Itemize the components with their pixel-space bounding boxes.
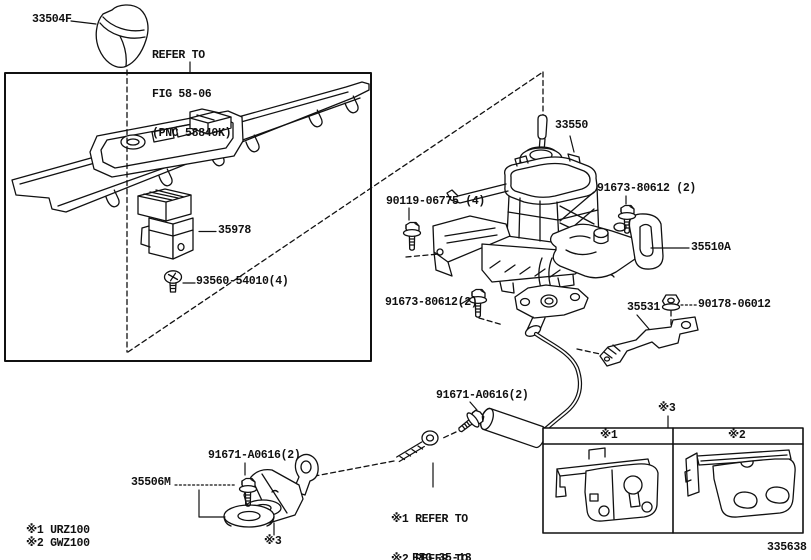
footnote-variant2: ※2 GWZ100 — [26, 537, 90, 550]
console-panel-box — [4, 72, 372, 362]
part-label-90119[interactable]: 90119-06775 (4) — [386, 195, 486, 208]
shift-knob-art — [95, 4, 149, 68]
table-variant2-art — [684, 449, 796, 518]
part-label-35531[interactable]: 35531 — [627, 301, 661, 314]
variant3-marker: ※3 — [264, 535, 282, 548]
table-col1-header: ※1 — [600, 429, 618, 442]
part-label-91671-lower[interactable]: 91671-A0616(2) — [208, 449, 301, 462]
nut-90178-art — [661, 294, 681, 311]
note-cable-ref-1: ※1 REFER TO FIG 35-13 (PNC 35530F) — [391, 487, 484, 560]
bolt-90119-art — [402, 221, 422, 251]
note-cable-ref1-line2: FIG 35-13 — [412, 552, 472, 560]
table-variant3-marker: ※3 — [658, 402, 676, 415]
shift-cable-art — [396, 257, 589, 463]
note-cable-ref-2: ※2 REFER TO FIG 39-01 (PNC 35530B) — [391, 527, 484, 560]
switch-35978-art — [137, 188, 194, 260]
part-label-91671-upper[interactable]: 91671-A0616(2) — [436, 389, 529, 402]
note-knob-ref-line2: FIG 58-06 — [152, 88, 212, 101]
part-label-35978[interactable]: 35978 — [218, 224, 252, 237]
table-variant1-art — [555, 447, 659, 522]
leader-lines — [70, 20, 698, 536]
bolt-91671-upper-art — [453, 406, 488, 438]
bracket-35510a-art — [549, 213, 664, 279]
bracket-35506m-art — [223, 453, 319, 528]
part-label-33550[interactable]: 33550 — [555, 119, 589, 132]
part-label-91673-lower[interactable]: 91673-80612(2) — [385, 296, 478, 309]
switch-screw-art — [163, 270, 183, 293]
part-label-33504f[interactable]: 33504F — [32, 13, 72, 26]
shift-lever-assembly-art — [432, 114, 619, 294]
part-label-90178[interactable]: 90178-06012 — [698, 298, 771, 311]
note-knob-ref: REFER TO FIG 58-06 (PNC 58840K) — [152, 23, 232, 153]
figure-code: 335638 — [767, 541, 807, 554]
note-cable-ref1-line1: ※1 REFER TO — [391, 513, 468, 526]
note-knob-ref-line3: (PNC 58840K) — [152, 127, 232, 140]
bracket-35531-art — [599, 316, 699, 367]
footnote-variant1: ※1 URZ100 — [26, 524, 90, 537]
table-col2-header: ※2 — [728, 429, 746, 442]
note-cable-ref2-line1: ※2 REFER TO — [391, 553, 468, 560]
console-panel-art — [11, 81, 370, 213]
part-label-35510a[interactable]: 35510A — [691, 241, 731, 254]
note-knob-ref-line1: REFER TO — [152, 49, 205, 62]
part-label-93560[interactable]: 93560-54010(4) — [196, 275, 289, 288]
part-label-35506m[interactable]: 35506M — [131, 476, 171, 489]
part-label-91673-upper[interactable]: 91673-80612 (2) — [597, 182, 697, 195]
